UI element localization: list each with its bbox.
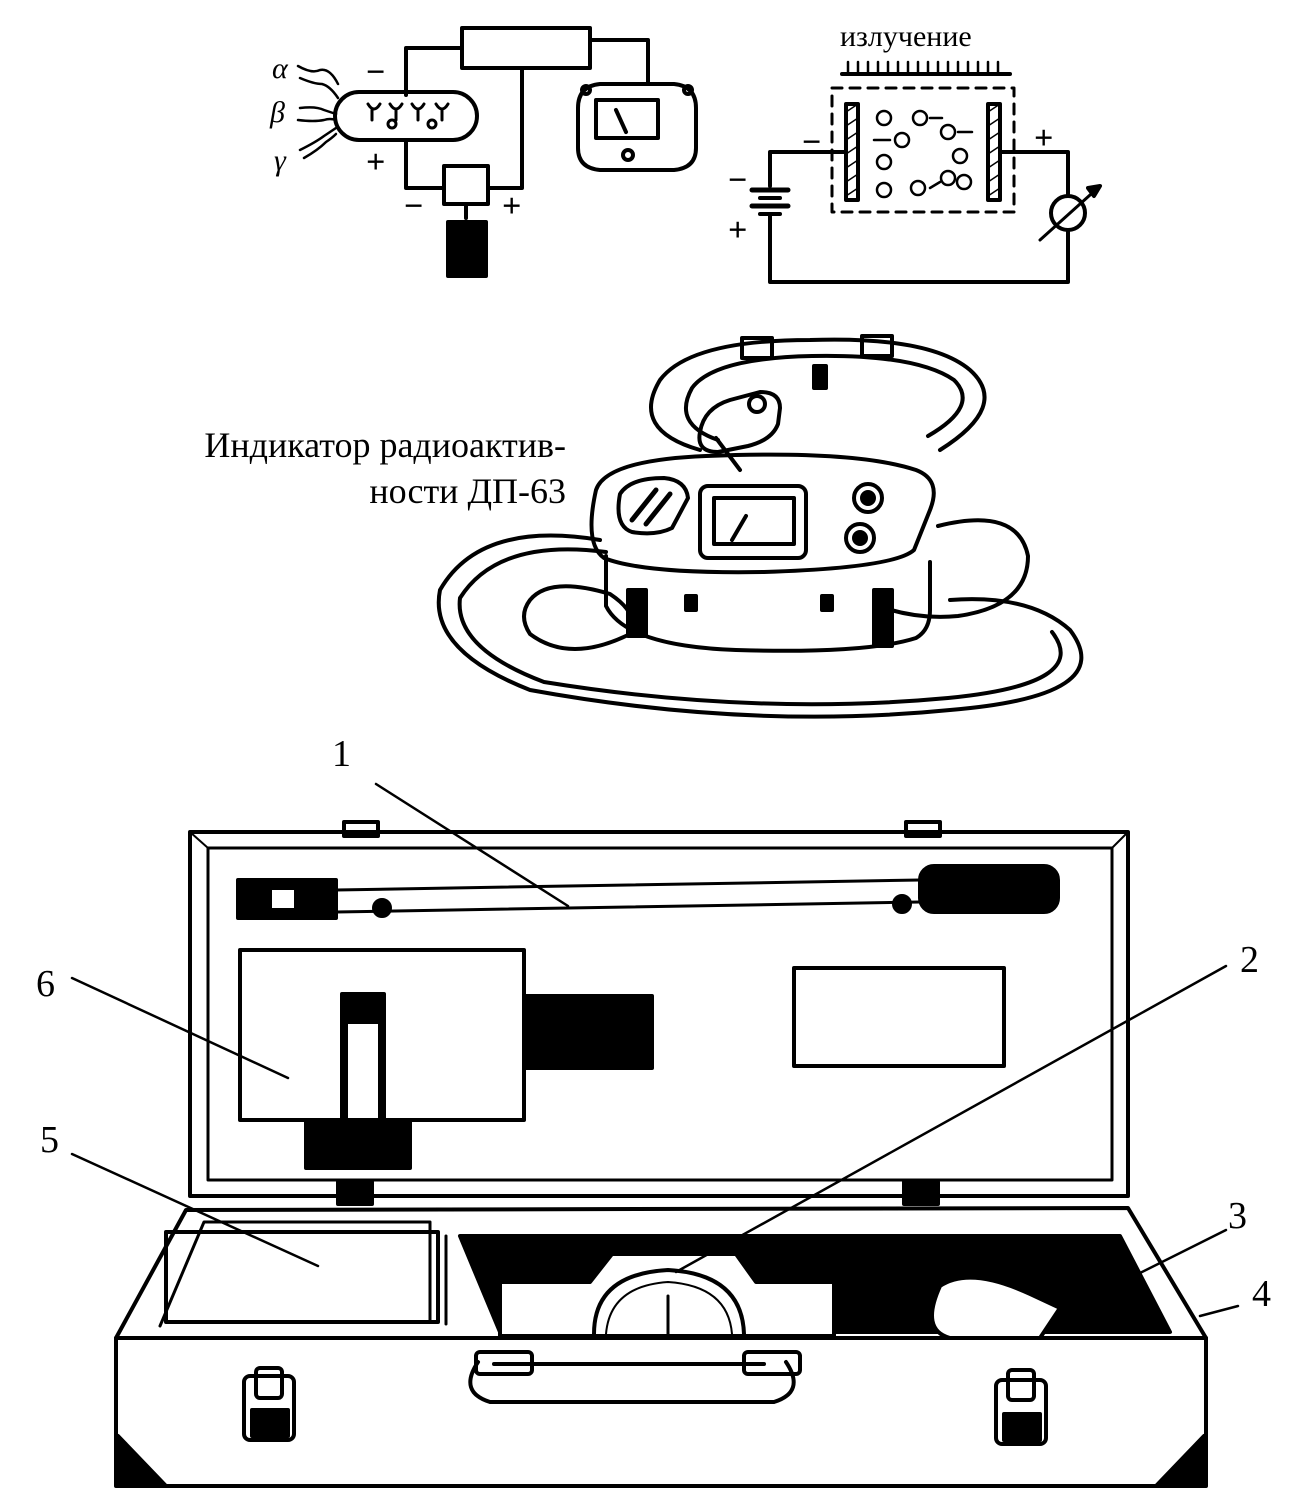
- lid-tab-left: [342, 820, 380, 838]
- device-title-line-2: ности ДП-63: [369, 471, 566, 511]
- strap-buckle-right: [860, 334, 894, 358]
- hinge-left: [336, 1180, 374, 1206]
- battery: [446, 220, 488, 278]
- radiation-caption: излучение: [840, 20, 972, 53]
- amplifier-box: [460, 26, 592, 70]
- lid-block-dark: [524, 994, 654, 1070]
- item-3: [930, 1275, 1062, 1340]
- power-supply-box: [442, 164, 490, 206]
- knob-upper: [852, 482, 884, 514]
- callout-leaders: [70, 782, 1240, 1318]
- radiation-arrows: [296, 64, 340, 160]
- counter-tube-schematic: [296, 26, 698, 278]
- tube-plus-sign: +: [366, 144, 386, 181]
- callout-5: 5: [40, 1119, 59, 1161]
- ions: [872, 109, 974, 199]
- probe: [697, 390, 782, 472]
- latch-left: [242, 1366, 296, 1442]
- meter-gauge: [576, 82, 698, 172]
- device-title: Индикатор радиоактив- ности ДП-63: [146, 422, 566, 514]
- alpha-label: α: [272, 52, 288, 85]
- source-minus-sign: −: [728, 162, 748, 199]
- lid-tab-right: [904, 820, 942, 838]
- case-lid: [188, 830, 1130, 1198]
- battery-plus-sign: +: [502, 188, 522, 225]
- beta-label: β: [270, 96, 285, 129]
- gamma-label: γ: [274, 144, 286, 177]
- compartment-5: [164, 1230, 440, 1324]
- meter-window: [698, 484, 808, 560]
- ionization-chamber-schematic: [749, 60, 1102, 284]
- callout-2: 2: [1240, 939, 1259, 981]
- kit-case: [114, 820, 1208, 1488]
- strap-lower: [436, 533, 1084, 719]
- dp63-device: [436, 334, 1084, 719]
- knob-lower: [844, 522, 876, 554]
- callout-1: 1: [332, 733, 351, 775]
- chamber-plus-sign: +: [1034, 120, 1054, 157]
- probe-rod: [236, 864, 1060, 920]
- strap-buckle-left: [740, 336, 774, 360]
- corner-guard-left: [116, 1434, 168, 1488]
- galvanometer: [1049, 194, 1087, 232]
- hinge-right: [902, 1180, 940, 1206]
- source-plus-sign: +: [728, 212, 748, 249]
- battery-minus-sign: −: [404, 188, 424, 225]
- case-handle: [468, 1360, 796, 1404]
- device-lid-top: [589, 452, 936, 575]
- probe-handle: [918, 864, 1060, 914]
- switch-panel: [616, 476, 690, 536]
- strap-upper: [649, 337, 987, 452]
- callout-6: 6: [36, 963, 55, 1005]
- tube-minus-sign: −: [366, 54, 386, 91]
- callout-3: 3: [1228, 1195, 1247, 1237]
- lid-panel-right: [792, 966, 1006, 1068]
- device-title-line-1: Индикатор радиоактив-: [204, 425, 566, 465]
- latch-right: [994, 1368, 1048, 1446]
- counter-tube: [333, 90, 479, 142]
- chamber-minus-sign: −: [802, 124, 822, 161]
- corner-guard-right: [1154, 1434, 1206, 1488]
- callout-4: 4: [1252, 1273, 1271, 1315]
